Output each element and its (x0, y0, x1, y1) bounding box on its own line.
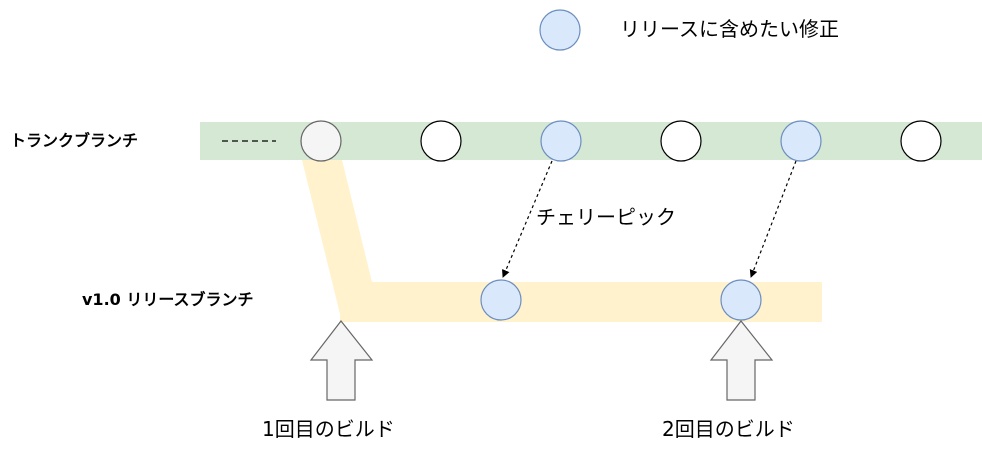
release-branch-label: v1.0 リリースブランチ (82, 290, 254, 309)
release-branch-fork-band (302, 160, 372, 322)
cherry-pick-arrow-2 (749, 160, 797, 278)
release-commit-picked-1 (480, 279, 522, 321)
build-2-up-arrow (709, 320, 774, 401)
trunk-commit-fix-5 (780, 120, 822, 162)
trunk-commits (300, 120, 942, 162)
build-2-label: 2回目のビルド (662, 417, 795, 441)
trunk-branch-label: トランクブランチ (10, 131, 139, 150)
trunk-commit-normal-2 (420, 120, 462, 162)
trunk-commit-normal-6 (900, 120, 942, 162)
legend-label: リリースに含めたい修正 (620, 17, 839, 41)
cherry-pick-arrow-1 (502, 160, 553, 278)
release-commit-picked-2 (720, 279, 762, 321)
trunk-commit-base-1 (300, 120, 342, 162)
cherry-pick-label: チェリーピック (536, 205, 676, 229)
build-1-label: 1回目のビルド (262, 417, 395, 441)
trunk-commit-normal-4 (660, 120, 702, 162)
trunk-commit-fix-3 (540, 120, 582, 162)
legend-fix-marker (539, 9, 581, 51)
build-1-up-arrow (309, 320, 374, 401)
